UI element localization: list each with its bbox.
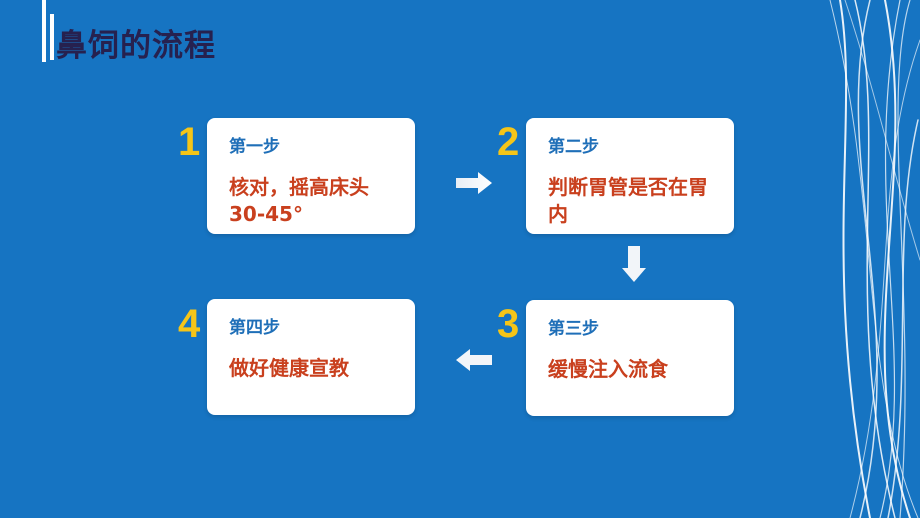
step-text-2: 判断胃管是否在胃内 [548, 175, 708, 226]
step-card-3: 第三步 缓慢注入流食 [526, 300, 734, 416]
title-accent-bar [42, 0, 46, 62]
step-text-4: 做好健康宣教 [229, 356, 349, 380]
step-text-1: 核对，摇高床头30-45° [229, 175, 369, 226]
step-number-4: 4 [178, 302, 201, 346]
arrow-right-icon [456, 172, 492, 194]
decorative-lines [829, 0, 920, 518]
step-label-4: 第四步 [229, 318, 280, 338]
step-text-3: 缓慢注入流食 [548, 357, 668, 381]
arrow-down-icon [622, 246, 646, 282]
title-accent-bar-inner [50, 14, 54, 60]
step-label-3: 第三步 [548, 319, 599, 339]
step-label-2: 第二步 [548, 137, 599, 157]
page-title: 鼻饲的流程 [56, 28, 216, 64]
step-card-1: 第一步 核对，摇高床头30-45° [207, 118, 415, 234]
step-number-2: 2 [497, 120, 520, 164]
step-number-3: 3 [497, 302, 520, 346]
step-card-4: 第四步 做好健康宣教 [207, 299, 415, 415]
arrow-left-icon [456, 349, 492, 371]
step-card-2: 第二步 判断胃管是否在胃内 [526, 118, 734, 234]
step-number-1: 1 [178, 120, 201, 164]
step-label-1: 第一步 [229, 137, 280, 157]
